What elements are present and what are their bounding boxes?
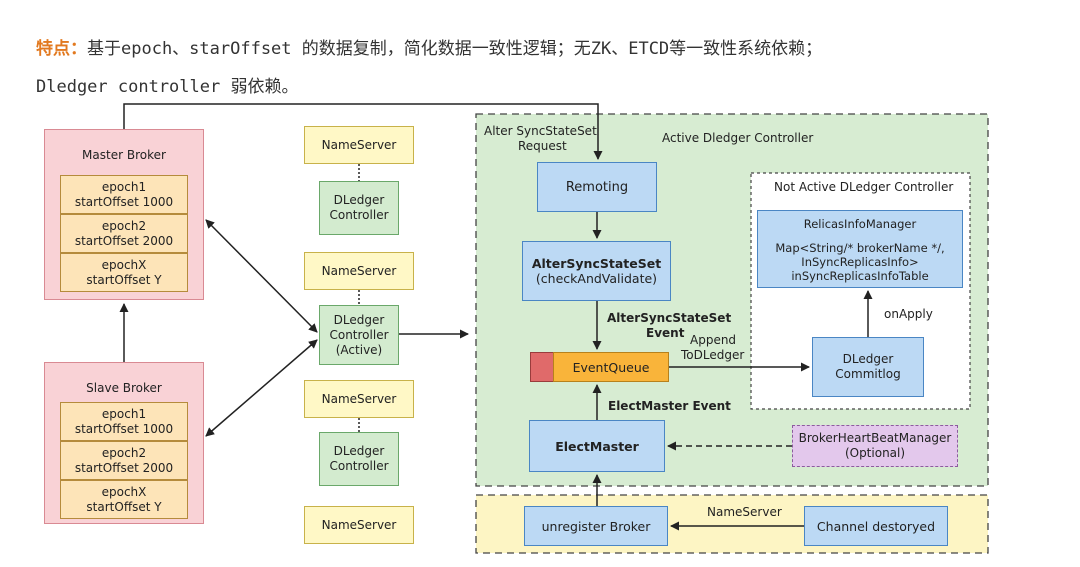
dc-line: DLedger [333,312,385,327]
unregister-broker-box: unregister Broker [524,506,668,546]
request-label-2: Request [518,139,567,153]
master-broker-title: Master Broker [82,148,166,162]
dc-line: DLedger [333,444,385,458]
master-controller-arrow [205,219,318,333]
unregister-label: unregister Broker [541,518,651,534]
entry-offset: startOffset 2000 [74,460,174,475]
feature-label: 特点： [36,39,87,59]
entry-epoch: epoch2 [101,445,147,460]
header-line-2: Dledger controller 弱依赖。 [36,72,298,97]
heartbeat-line: BrokerHeartBeatManager [798,431,952,445]
master-entry-2: epoch2 startOffset 2000 [60,214,188,253]
channel-destroyed-box: Channel destoryed [804,506,948,546]
remoting-box: Remoting [537,162,657,212]
master-entry-1: epoch1 startOffset 1000 [60,175,188,214]
entry-epoch: epoch2 [101,218,147,233]
entry-offset: startOffset Y [86,499,162,514]
heartbeat-line: (Optional) [844,446,906,460]
entry-epoch: epochX [101,484,147,499]
nameserver-label: NameServer [321,263,397,278]
relicas-line: Map<String/* brokerName */, [775,241,945,255]
bottom-nameserver-label: NameServer [707,505,782,519]
active-controller-title: Active Dledger Controller [662,131,814,145]
relicas-line: inSyncReplicasInfoTable [791,269,929,283]
entry-offset: startOffset 2000 [74,233,174,248]
entry-epoch: epoch1 [101,179,147,194]
nameserver-label: NameServer [321,517,397,532]
alter-title: AlterSyncStateSet [531,256,662,271]
dledger-controller-active: DLedger Controller (Active) [319,305,399,365]
broker-heartbeat-manager-box: BrokerHeartBeatManager (Optional) [792,425,958,467]
event-queue-head [530,352,554,382]
on-apply-label: onApply [884,307,933,321]
append-label-1: Append [690,333,737,347]
slave-entry-1: epoch1 startOffset 1000 [60,402,188,441]
dc-line: Controller [329,459,389,473]
commitlog-line: Commitlog [835,367,901,381]
slave-entry-3: epochX startOffset Y [60,480,188,519]
entry-epoch: epoch1 [101,406,147,421]
elect-event-label: ElectMaster Event [608,399,731,413]
nameserver-2: NameServer [304,252,414,290]
entry-offset: startOffset Y [86,272,162,287]
nameserver-1: NameServer [304,126,414,164]
feature-text-2: Dledger controller 弱依赖。 [36,77,299,97]
alter-event-label-2: Event [646,326,685,340]
nameserver-4: NameServer [304,506,414,544]
entry-offset: startOffset 1000 [74,421,174,436]
dc-line: Controller [329,327,389,342]
event-queue-box: EventQueue [553,352,669,382]
dledger-controller-3: DLedger Controller [319,432,399,486]
relicas-info-manager-box: RelicasInfoManager Map<String/* brokerNa… [757,210,963,288]
request-label-1: Alter SyncStateSet [484,124,597,138]
elect-master-box: ElectMaster [529,420,665,472]
dc-line: DLedger [333,193,385,207]
feature-text: 基于epoch、starOffset 的数据复制，简化数据一致性逻辑；无ZK、E… [87,39,823,59]
alter-sync-state-set-box: AlterSyncStateSet (checkAndValidate) [522,241,671,301]
commitlog-line: DLedger [842,352,894,366]
relicas-line: InSyncReplicasInfo> [801,255,919,269]
event-queue-label: EventQueue [572,359,650,375]
entry-epoch: epochX [101,257,147,272]
alter-sub: (checkAndValidate) [535,271,658,286]
dledger-commitlog-box: DLedger Commitlog [812,337,924,397]
nameserver-label: NameServer [321,391,397,406]
relicas-title: RelicasInfoManager [803,217,917,231]
master-entry-3: epochX startOffset Y [60,253,188,292]
slave-controller-arrow [205,339,318,437]
header-line-1: 特点：基于epoch、starOffset 的数据复制，简化数据一致性逻辑；无Z… [36,34,822,59]
request-arrow [123,103,603,160]
not-active-controller-title: Not Active DLedger Controller [774,180,954,194]
dc-line: (Active) [335,342,383,357]
entry-offset: startOffset 1000 [74,194,174,209]
remoting-label: Remoting [565,179,629,195]
channel-label: Channel destoryed [816,518,936,534]
slave-entry-2: epoch2 startOffset 2000 [60,441,188,480]
nameserver-label: NameServer [321,137,397,152]
alter-event-label-1: AlterSyncStateSet [607,311,732,325]
dc-line: Controller [329,208,389,222]
nameserver-3: NameServer [304,380,414,418]
slave-broker-title: Slave Broker [86,381,162,395]
append-label-2: ToDLedger [681,348,745,362]
elect-master-label: ElectMaster [555,438,639,454]
dledger-controller-1: DLedger Controller [319,181,399,235]
